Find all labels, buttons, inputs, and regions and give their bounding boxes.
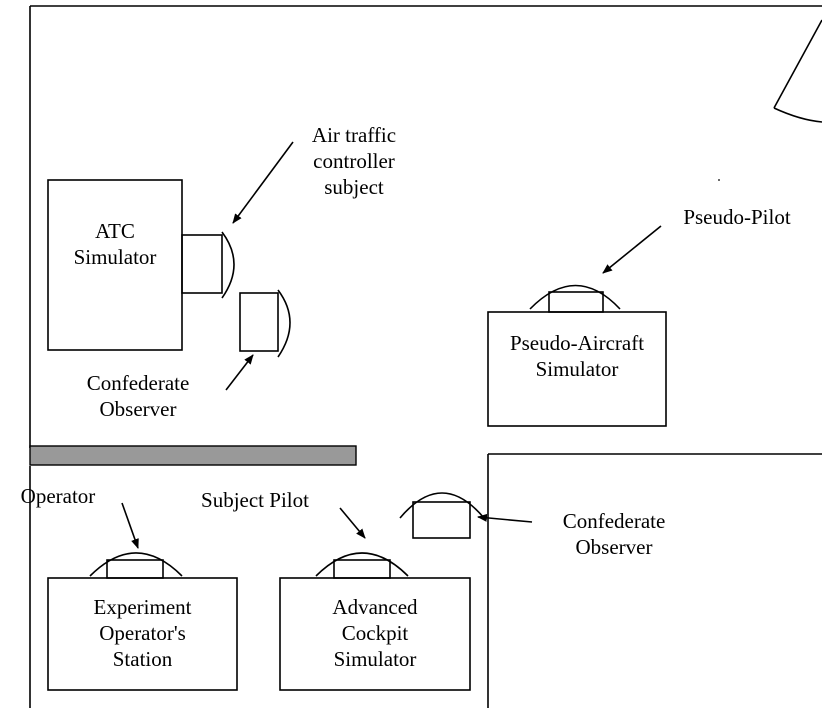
gray-partition bbox=[29, 445, 357, 466]
advanced-cockpit-simulator-label: Advanced Cockpit Simulator bbox=[332, 595, 418, 671]
arrow-confederate-observer-top bbox=[225, 354, 254, 391]
arrow-air-traffic-controller bbox=[232, 141, 294, 224]
atc-controller-arc bbox=[221, 231, 235, 299]
atc-simulator-label: ATC Simulator bbox=[73, 219, 157, 269]
confederate-observer-bottom-seat bbox=[412, 501, 471, 539]
door-swing-arc bbox=[773, 107, 822, 123]
stray-dot bbox=[718, 179, 720, 181]
pseudo-pilot-arc bbox=[529, 284, 621, 310]
arrow-pseudo-pilot bbox=[602, 225, 662, 274]
confederate-observer-bottom-label: Confederate Observer bbox=[562, 509, 666, 559]
pseudo-aircraft-simulator-label: Pseudo-Aircraft Simulator bbox=[509, 331, 645, 381]
arrow-confederate-observer-bottom bbox=[477, 513, 533, 523]
operator-label: Operator bbox=[20, 484, 96, 508]
atc-controller-seat bbox=[181, 234, 223, 294]
subject-pilot-arc bbox=[315, 552, 409, 577]
experiment-operator-station-label: Experiment Operator's Station bbox=[93, 595, 192, 671]
pseudo-pilot-label: Pseudo-Pilot bbox=[683, 205, 791, 229]
confederate-observer-top-arc bbox=[277, 289, 291, 358]
confederate-observer-top-label: Confederate Observer bbox=[86, 371, 190, 421]
arrow-operator bbox=[121, 502, 139, 549]
confederate-observer-top-seat bbox=[239, 292, 279, 352]
subject-pilot-seat bbox=[333, 559, 391, 579]
operator-seat bbox=[106, 559, 164, 579]
confederate-observer-bottom-arc bbox=[399, 492, 485, 519]
door bbox=[773, 19, 822, 109]
air-traffic-controller-label: Air traffic controller subject bbox=[311, 123, 397, 199]
operator-arc bbox=[89, 552, 183, 577]
pseudo-pilot-seat bbox=[548, 291, 604, 313]
subject-pilot-label: Subject Pilot bbox=[201, 488, 309, 512]
arrow-subject-pilot bbox=[339, 507, 366, 539]
